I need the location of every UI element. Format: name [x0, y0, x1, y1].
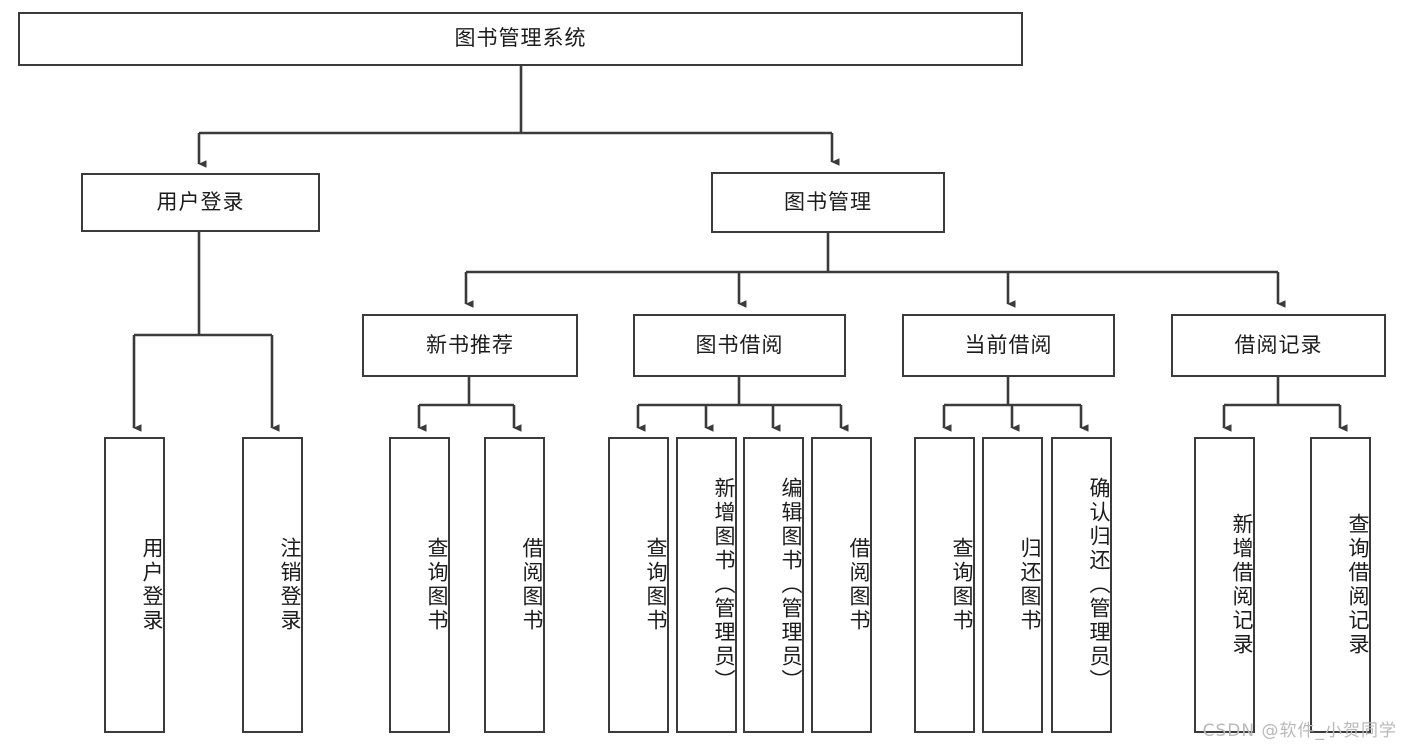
leaf-label: 查询借阅记录 [1346, 513, 1370, 657]
leaf-record-add[interactable]: 新增借阅记录 [1194, 437, 1255, 733]
leaf-label: 新增借阅记录 [1230, 513, 1254, 657]
node-root[interactable]: 图书管理系统 [18, 12, 1023, 66]
leaf-label: 查询图书 [425, 537, 449, 633]
leaf-label: 查询图书 [644, 537, 668, 633]
leaf-record-search[interactable]: 查询借阅记录 [1310, 437, 1371, 733]
leaf-new-book-borrow[interactable]: 借阅图书 [484, 437, 545, 733]
leaf-user-login-signout[interactable]: 注销登录 [242, 437, 303, 733]
node-book-borrow[interactable]: 图书借阅 [633, 314, 846, 377]
leaf-user-login-signin[interactable]: 用户登录 [104, 437, 165, 733]
leaf-current-confirm-return[interactable]: 确认归还（管理员） [1051, 437, 1112, 733]
node-book-management[interactable]: 图书管理 [711, 172, 945, 233]
leaf-borrow-edit-book[interactable]: 编辑图书（管理员） [743, 437, 804, 733]
node-new-book-recommend[interactable]: 新书推荐 [362, 314, 578, 377]
node-borrow-record-label: 借阅记录 [1234, 332, 1323, 357]
leaf-label: 归还图书 [1018, 537, 1042, 633]
leaf-label: 编辑图书（管理员） [779, 477, 803, 693]
node-current-borrow[interactable]: 当前借阅 [902, 314, 1115, 377]
node-book-borrow-label: 图书借阅 [695, 332, 784, 357]
leaf-label: 新增图书（管理员） [712, 477, 736, 693]
leaf-new-book-search[interactable]: 查询图书 [389, 437, 450, 733]
leaf-current-return-book[interactable]: 归还图书 [982, 437, 1043, 733]
node-current-borrow-label: 当前借阅 [964, 332, 1053, 357]
leaf-label: 注销登录 [278, 537, 302, 633]
leaf-label: 借阅图书 [520, 537, 544, 633]
leaf-label: 确认归还（管理员） [1087, 477, 1111, 693]
leaf-label: 查询图书 [950, 537, 974, 633]
node-user-login-label: 用户登录 [156, 189, 245, 214]
node-root-label: 图书管理系统 [454, 26, 587, 51]
node-new-book-recommend-label: 新书推荐 [426, 332, 514, 357]
leaf-label: 借阅图书 [847, 537, 871, 633]
leaf-label: 用户登录 [140, 537, 164, 633]
node-user-login[interactable]: 用户登录 [81, 173, 320, 232]
leaf-borrow-add-book[interactable]: 新增图书（管理员） [676, 437, 737, 733]
watermark: CSDN @软件_小贺同学 [1202, 721, 1397, 741]
leaf-borrow-search-book[interactable]: 查询图书 [608, 437, 669, 733]
leaf-current-search-book[interactable]: 查询图书 [914, 437, 975, 733]
leaf-borrow-borrow-book[interactable]: 借阅图书 [811, 437, 872, 733]
node-book-management-label: 图书管理 [784, 189, 872, 214]
node-borrow-record[interactable]: 借阅记录 [1171, 314, 1386, 377]
